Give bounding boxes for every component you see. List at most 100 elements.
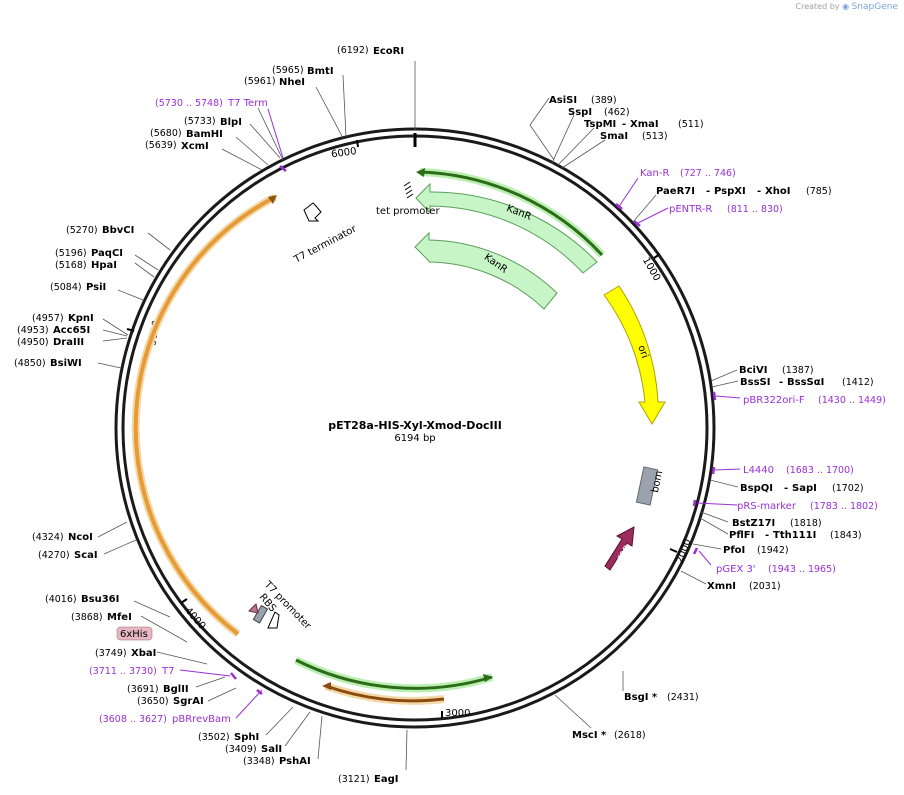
- enzyme-pos: (4850): [14, 358, 46, 369]
- enzyme-pshai: PshAI: [279, 756, 311, 767]
- tick-label-2000: 2000: [675, 537, 694, 565]
- enzyme-pos: (3348): [243, 756, 275, 767]
- enzyme-pos: (4953): [17, 325, 49, 336]
- enzyme-pos: (6192): [337, 45, 369, 56]
- primer-kan-r: Kan-R: [640, 168, 669, 179]
- kanr-feature-1: [415, 182, 598, 274]
- primer-pos: (1430 .. 1449): [818, 395, 886, 406]
- kanr-track: [419, 170, 604, 257]
- enzyme-draiii: DraIII: [53, 337, 84, 348]
- primer-pos: (811 .. 830): [727, 204, 783, 215]
- primer-pgex-3: pGEX 3': [716, 564, 756, 575]
- enzyme-smai: SmaI: [600, 131, 628, 142]
- enzyme-acc65i: Acc65I: [53, 325, 90, 336]
- enzyme-sali: SalI: [261, 744, 282, 755]
- enzyme-bspqi: BspQI: [740, 483, 773, 494]
- ori-feature: [603, 285, 666, 425]
- bom-label: bom: [650, 470, 665, 494]
- enzyme-pos: (1843): [830, 530, 862, 541]
- tick-label-6000: 6000: [331, 146, 358, 160]
- bom-feature: [635, 466, 659, 506]
- enzyme-sapi: SapI: [792, 483, 817, 494]
- enzyme-pos: (4957): [32, 313, 64, 324]
- insert-arrowhead: [268, 195, 277, 204]
- enzyme-pos: (3749): [95, 648, 127, 659]
- enzyme-tth111i: Tth111I: [773, 530, 816, 541]
- enzyme-mfei: MfeI: [107, 612, 132, 623]
- enzyme-xhoi: XhoI: [765, 186, 790, 197]
- enzyme-bsiwi: BsiWI: [50, 358, 82, 369]
- enzyme-pos: (3650): [137, 696, 169, 707]
- enzyme-pos: (1818): [790, 518, 822, 529]
- primer-pbr322ori-f: pBR322ori-F: [743, 395, 805, 406]
- enzyme-sep: -: [784, 483, 788, 494]
- primer-t7-term: T7 Term: [227, 98, 268, 109]
- enzyme-sep: -: [706, 186, 710, 197]
- insert-arc-glow: [131, 193, 277, 638]
- enzyme-pos: (3409): [225, 744, 257, 755]
- enzyme-pos: (5084): [50, 282, 82, 293]
- enzyme-pos: (4950): [17, 337, 49, 348]
- enzyme-pos: (3502): [198, 732, 230, 743]
- bottom-orange-arc: [325, 684, 445, 703]
- his-tag-badge: [116, 626, 153, 641]
- primer-pos: (1683 .. 1700): [786, 465, 854, 476]
- his-tag-label: 6xHis: [120, 629, 148, 640]
- enzyme-pos: (3121): [338, 774, 370, 785]
- tick-6000: [356, 139, 359, 148]
- enzyme-ecori: EcoRI: [373, 46, 404, 57]
- enzyme-bglii: BglII: [163, 684, 189, 695]
- tick-label-3000: 3000: [445, 708, 470, 719]
- bottom-green-arrowhead: [483, 674, 493, 682]
- enzyme-sep: -: [765, 530, 769, 541]
- watermark: Created by ◉ SnapGene: [796, 2, 899, 12]
- primer-prs-marker: pRS-marker: [737, 501, 797, 512]
- enzyme-psii: PsiI: [86, 282, 106, 293]
- enzyme-eagi: EagI: [374, 774, 398, 785]
- primer-leaders: [179, 108, 741, 719]
- enzyme-pos: (513): [642, 131, 668, 142]
- tick-1000: [653, 253, 661, 259]
- enzyme-bcivi: BciVI: [739, 365, 767, 376]
- enzyme-pos: (3691): [127, 684, 159, 695]
- his-tag-icon: [248, 603, 259, 614]
- kanr-feature-2: [414, 231, 558, 310]
- enzyme-pos: (5961): [244, 76, 276, 87]
- enzyme-nhei: NheI: [279, 77, 305, 88]
- t7-terminator-label: T7 terminator: [292, 223, 360, 266]
- enzyme-pos: (1412): [842, 377, 874, 388]
- enzyme-pos: (2431): [667, 692, 699, 703]
- enzyme-xcmi: XcmI: [181, 141, 209, 152]
- enzyme-pos: (4270): [38, 550, 70, 561]
- enzyme-sep: -: [779, 377, 783, 388]
- snapgene-logo-icon: ◉: [842, 2, 850, 11]
- enzyme-bmti: BmtI: [307, 66, 334, 77]
- rop-feature: [604, 526, 635, 571]
- enzyme-msci: MscI *: [572, 730, 607, 741]
- enzyme-bsu36i: Bsu36I: [81, 594, 119, 605]
- tick-5000: [126, 328, 135, 332]
- enzyme-ncoi: NcoI: [68, 532, 93, 543]
- enzyme-bamhi: BamHI: [186, 129, 223, 140]
- primer-pos: (1943 .. 1965): [768, 564, 836, 575]
- enzyme-pspxi: PspXI: [714, 186, 746, 197]
- bottom-green-arc: [295, 658, 493, 690]
- ori-label: ori: [635, 344, 650, 360]
- primer-pentr-r: pENTR-R: [669, 204, 712, 215]
- primer-pos: (3608 .. 3627): [99, 714, 167, 725]
- plasmid-length: 6194 bp: [394, 433, 435, 444]
- primer-pbrrevbam: pBRrevBam: [172, 714, 231, 725]
- enzyme-pos: (2618): [614, 730, 646, 741]
- tet-promoter-icon: [403, 181, 414, 199]
- tet-promoter-label: tet promoter: [376, 206, 440, 217]
- primer-l4440: L4440: [743, 465, 774, 476]
- watermark-product: SnapGene: [851, 2, 898, 12]
- enzyme-pos: (5270): [66, 225, 98, 236]
- enzyme-pos: (4324): [32, 532, 64, 543]
- primer-pos: (5730 .. 5748): [155, 98, 223, 109]
- enzyme-pos: (5733): [184, 116, 216, 127]
- enzyme-pos: (785): [806, 186, 832, 197]
- enzyme-pfoi: PfoI: [723, 545, 745, 556]
- watermark-prefix: Created by: [795, 2, 840, 11]
